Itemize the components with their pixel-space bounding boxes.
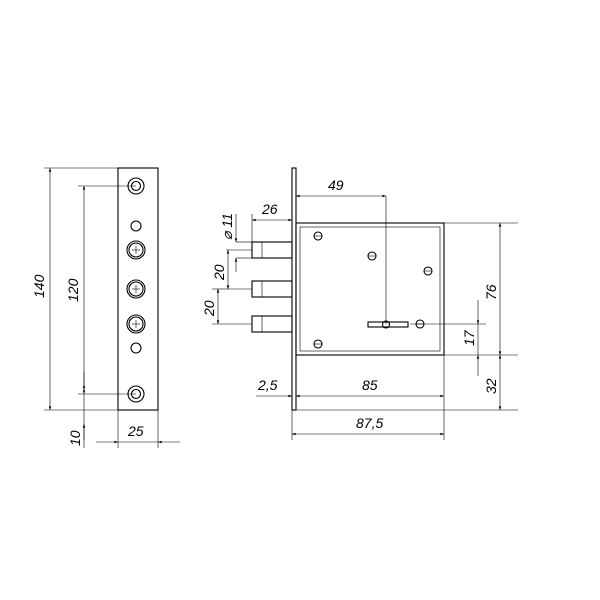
body-screw-1 (313, 231, 323, 241)
dim-bottom-offset: 10 (67, 430, 83, 446)
dim-bottom-height: 32 (483, 378, 499, 394)
dim-hole-spacing: 120 (65, 278, 81, 302)
small-hole-bottom (130, 342, 142, 354)
dim-faceplate-width: 25 (127, 423, 144, 439)
dim-bolt-spacing-upper: 20 (211, 264, 227, 281)
dim-body-height: 76 (483, 284, 499, 300)
bolt-middle (251, 280, 293, 298)
side-view: 49 26 ⌀ 11 20 20 2,5 85 87,5 (201, 167, 518, 440)
front-plate (291, 167, 297, 411)
dim-faceplate-height: 140 (31, 274, 47, 298)
bolt-hole-3 (126, 314, 146, 334)
bolt-lower (251, 315, 293, 333)
dim-bolt-spacing-lower: 20 (201, 300, 217, 317)
dim-backset: 49 (328, 177, 344, 193)
dim-bolt-diameter: ⌀ 11 (219, 213, 235, 240)
bolt-hole-1 (126, 240, 146, 260)
body-screw-2 (367, 251, 377, 261)
small-hole-top (130, 220, 142, 232)
dim-bolt-length: 26 (261, 201, 278, 217)
dim-body-depth: 85 (362, 377, 378, 393)
dim-overall-depth: 87,5 (356, 415, 383, 431)
keyhole (367, 196, 409, 329)
lock-body (295, 222, 445, 356)
front-view: 140 120 10 25 (31, 167, 180, 448)
body-screw-5 (313, 339, 323, 349)
faceplate-outline (117, 167, 159, 411)
bolt-upper (251, 241, 293, 259)
bolt-hole-2 (126, 279, 146, 299)
dim-keyhole-offset: 17 (461, 329, 477, 346)
dim-plate-thickness: 2,5 (257, 377, 278, 393)
body-screw-3 (423, 266, 433, 276)
